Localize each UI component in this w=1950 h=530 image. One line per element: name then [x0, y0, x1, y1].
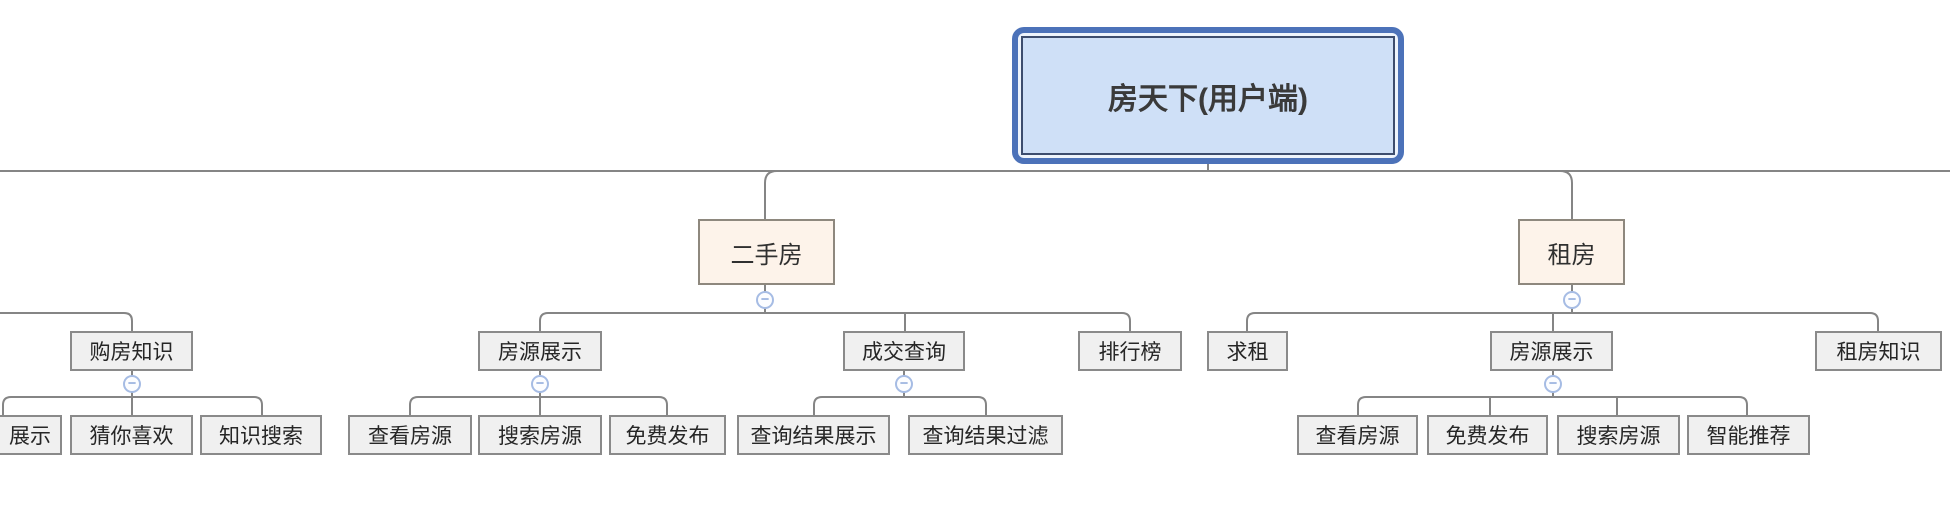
collapse-icon[interactable]: −: [531, 375, 549, 393]
node-listing-display-rent[interactable]: 房源展示: [1490, 331, 1613, 371]
node-query-result-display[interactable]: 查询结果展示: [737, 415, 890, 455]
node-rent-seeking[interactable]: 求租: [1207, 331, 1288, 371]
collapse-icon[interactable]: −: [756, 291, 774, 309]
node-secondhand-house[interactable]: 二手房: [698, 219, 835, 285]
collapse-icon[interactable]: −: [1563, 291, 1581, 309]
node-listing-display-secondhand[interactable]: 房源展示: [478, 331, 602, 371]
node-renting-knowledge[interactable]: 租房知识: [1815, 331, 1942, 371]
node-root[interactable]: 房天下(用户端): [1012, 27, 1404, 164]
node-smart-recommend[interactable]: 智能推荐: [1687, 415, 1810, 455]
node-deal-query[interactable]: 成交查询: [843, 331, 965, 371]
root-label: 房天下(用户端): [1021, 36, 1395, 155]
node-search-listings-rent[interactable]: 搜索房源: [1557, 415, 1680, 455]
node-ranking[interactable]: 排行榜: [1078, 331, 1182, 371]
node-knowledge-search[interactable]: 知识搜索: [200, 415, 322, 455]
collapse-icon[interactable]: −: [895, 375, 913, 393]
node-renting[interactable]: 租房: [1518, 219, 1625, 285]
node-query-result-filter[interactable]: 查询结果过滤: [908, 415, 1063, 455]
node-view-listings-secondhand[interactable]: 查看房源: [348, 415, 472, 455]
node-view-listings-rent[interactable]: 查看房源: [1297, 415, 1418, 455]
node-free-post-rent[interactable]: 免费发布: [1427, 415, 1548, 455]
node-buying-knowledge[interactable]: 购房知识: [70, 331, 193, 371]
node-guess-you-like[interactable]: 猜你喜欢: [70, 415, 193, 455]
collapse-icon[interactable]: −: [123, 375, 141, 393]
node-free-post-secondhand[interactable]: 免费发布: [609, 415, 726, 455]
node-search-listings-secondhand[interactable]: 搜索房源: [478, 415, 602, 455]
collapse-icon[interactable]: −: [1544, 375, 1562, 393]
node-display-clipped[interactable]: 展示: [0, 415, 62, 455]
